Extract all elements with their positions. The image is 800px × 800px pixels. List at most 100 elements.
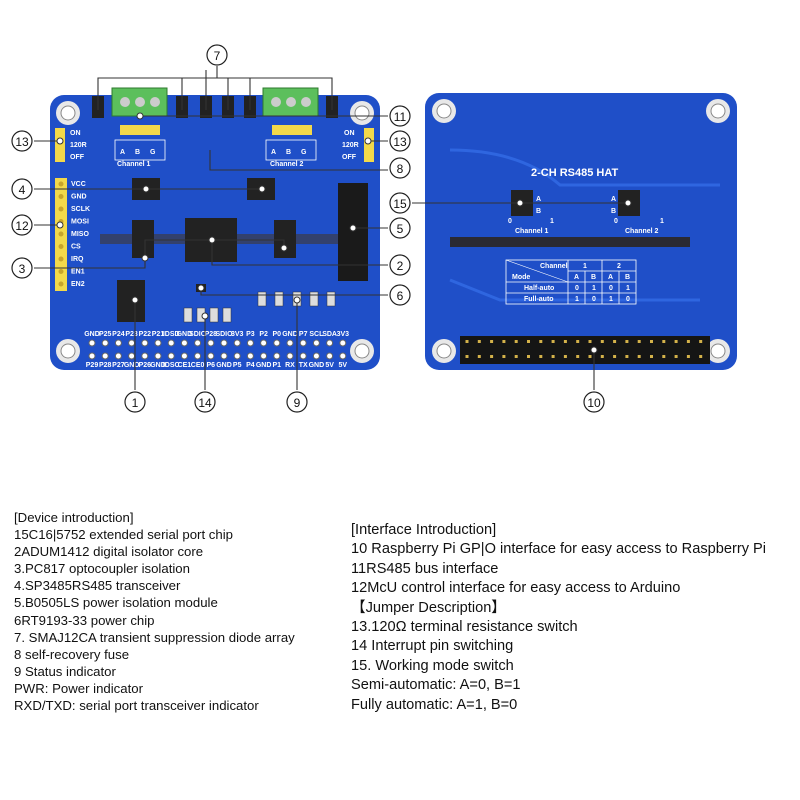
- callout-number: 9: [294, 396, 301, 410]
- gpio-pin-label: P29: [86, 362, 99, 369]
- gpio-pin-label: P26: [139, 362, 152, 369]
- mcu-pin-label: VCC: [71, 181, 86, 188]
- mcu-pin-label: MOSI: [71, 219, 89, 226]
- interface-line: 【Jumper Description】: [351, 599, 506, 616]
- mcu-pin-label: SCLK: [71, 206, 90, 213]
- gpio-pin-label: 3V3: [231, 331, 244, 338]
- device-introduction: [Device introduction] 15C16|5752 extended…: [14, 509, 295, 714]
- pc817-optocoupler-1: [132, 220, 154, 258]
- callout-14: 14: [194, 391, 216, 413]
- interface-line: 15. Working mode switch: [351, 657, 514, 674]
- mcu-pin-label: MISO: [71, 231, 89, 238]
- intro-line: PWR: Power indicator: [14, 680, 143, 696]
- terminal-label-b: B: [135, 149, 140, 156]
- interface-line: 14 Interrupt pin switching: [351, 638, 514, 655]
- gpio-pin-label: P22: [139, 331, 152, 338]
- channel-1-label: Channel 1: [117, 161, 151, 168]
- intro-line: 8 self-recovery fuse: [14, 646, 130, 662]
- switch-label-0: 0: [614, 218, 618, 225]
- table-row-mode: Half-auto: [524, 285, 554, 292]
- gpio-pin-label: P2: [259, 331, 268, 338]
- table-cell: 1: [609, 296, 613, 303]
- callout-number: 4: [19, 183, 26, 197]
- table-sub-header: A: [608, 274, 613, 281]
- callout-13: 13: [11, 130, 33, 152]
- switch-label-1: 1: [660, 218, 664, 225]
- gpio-pin-label: GND: [282, 331, 298, 338]
- channel-1-label: Channel 1: [515, 228, 549, 235]
- table-sub-header: A: [574, 274, 579, 281]
- table-cell: 1: [575, 296, 579, 303]
- table-row-mode: Full-auto: [524, 296, 554, 303]
- callout-number: 2: [397, 259, 404, 273]
- callout-12: 12: [11, 214, 33, 236]
- callout-number: 1: [132, 396, 139, 410]
- mcu-pin-label: EN2: [71, 281, 85, 288]
- jumper-label-120r: 120R: [70, 142, 87, 149]
- callout-15: 15: [389, 192, 411, 214]
- sc16is752-chip: [117, 280, 145, 322]
- callout-number: 7: [214, 49, 221, 63]
- callout-13: 13: [389, 130, 411, 152]
- jumper-120r-left: [55, 128, 65, 162]
- gpio-pin-label: GND: [256, 362, 272, 369]
- intro-line: 7. SMAJ12CA transient suppression diode …: [14, 629, 295, 645]
- gpio-pin-label: TX: [299, 362, 308, 369]
- terminal-label-a: A: [120, 149, 125, 156]
- gpio-pin-label: P28: [99, 362, 112, 369]
- jumper-label-on: ON: [344, 130, 355, 137]
- intro-line: 6RT9193-33 power chip: [14, 612, 155, 628]
- callout-6: 6: [389, 284, 411, 306]
- mcu-pin-label: CS: [71, 244, 81, 251]
- board-title: 2-CH RS485 HAT: [531, 167, 618, 179]
- interface-line: [Interface Introduction]: [351, 522, 497, 538]
- callout-number: 13: [15, 135, 29, 149]
- callout-9: 9: [286, 391, 308, 413]
- callout-number: 10: [587, 396, 601, 410]
- terminal-label-g: G: [301, 149, 307, 156]
- jumper-label-on: ON: [70, 130, 81, 137]
- gpio-pin-label: P23: [125, 331, 138, 338]
- channel-2-label: Channel 2: [270, 161, 304, 168]
- gpio-pin-label: GND: [124, 362, 140, 369]
- gpio-pin-label: RX: [285, 362, 295, 369]
- callout-number: 5: [397, 222, 404, 236]
- table-cell: 0: [575, 285, 579, 292]
- gpio-pin-label: CE1: [178, 362, 192, 369]
- gpio-pin-label: CE0: [191, 362, 205, 369]
- mcu-pin-label: IRQ: [71, 256, 84, 263]
- gpio-pin-label: P6: [207, 362, 216, 369]
- callout-number: 8: [397, 162, 404, 176]
- gpio-pin-label: P7: [299, 331, 308, 338]
- intro-line: 5.B0505LS power isolation module: [14, 595, 218, 611]
- table-channel-header: 1: [583, 263, 587, 270]
- gpio-pin-label: SCL: [309, 331, 324, 338]
- gpio-pin-label: P3: [246, 331, 255, 338]
- table-channel-header: 2: [617, 263, 621, 270]
- gpio-pin-label: GND: [84, 331, 100, 338]
- callout-number: 12: [15, 219, 29, 233]
- gpio-pin-label: 5V: [325, 362, 334, 369]
- callout-number: 14: [198, 396, 212, 410]
- gpio-pin-label: P4: [246, 362, 255, 369]
- intro-line: [Device introduction]: [14, 510, 134, 525]
- callout-number: 15: [393, 197, 407, 211]
- channel-2-label: Channel 2: [625, 228, 659, 235]
- intro-line: 15C16|5752 extended serial port chip: [14, 527, 233, 543]
- switch-label-0: 0: [508, 218, 512, 225]
- mcu-pin-label: GND: [71, 194, 87, 201]
- jumper-120r-right: [364, 128, 374, 162]
- callout-3: 3: [11, 257, 33, 279]
- jumper-label-off: OFF: [70, 154, 85, 161]
- terminal-label-b: B: [286, 149, 291, 156]
- gpio-pin-label: GND: [177, 331, 193, 338]
- intro-line: RXD/TXD: serial port transceiver indicat…: [14, 698, 259, 714]
- table-cell: 1: [626, 285, 630, 292]
- intro-line: 4.SP3485RS485 transceiver: [14, 578, 181, 594]
- product-diagram: A B G A B G Channel 1 Channel 2 ON 120R …: [11, 44, 737, 413]
- gpio-pin-label: P0: [273, 331, 282, 338]
- callout-7: 7: [206, 44, 228, 66]
- gpio-pin-label: P5: [233, 362, 242, 369]
- gpio-pin-label: P27: [112, 362, 125, 369]
